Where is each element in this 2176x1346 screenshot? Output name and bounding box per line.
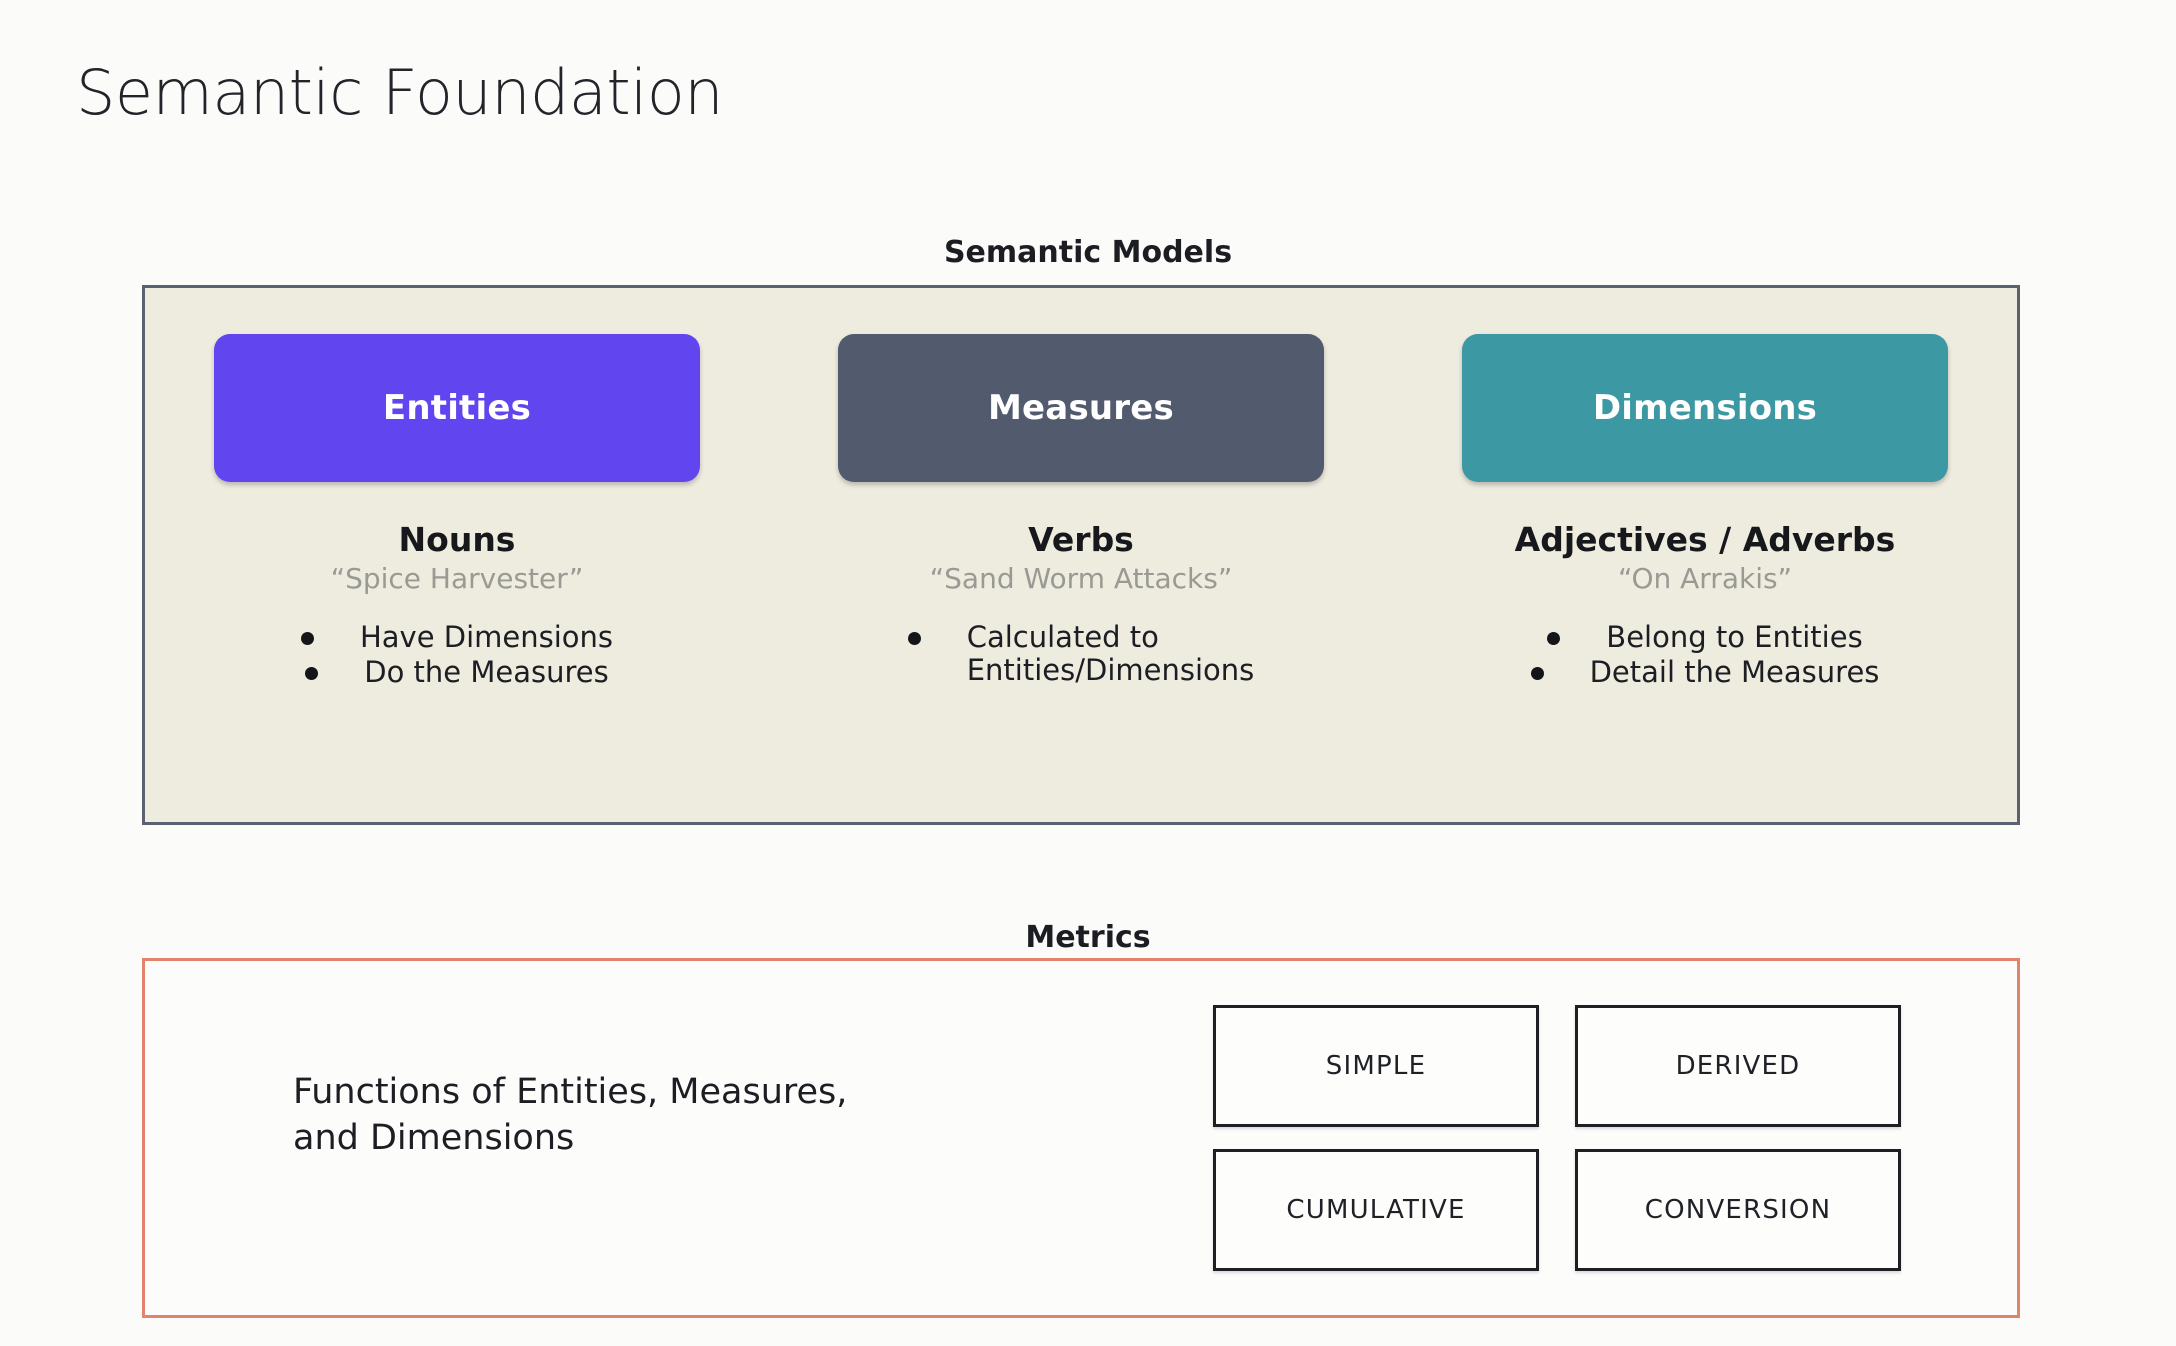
list-item: Belong to Entities bbox=[1547, 619, 1863, 655]
semantic-column-dimensions: Dimensions Adjectives / Adverbs “On Arra… bbox=[1393, 288, 2017, 822]
bullet-icon bbox=[300, 631, 314, 645]
entities-example: “Spice Harvester” bbox=[330, 561, 584, 595]
page-title: Semantic Foundation bbox=[76, 56, 724, 129]
semantic-models-caption: Semantic Models bbox=[943, 235, 1233, 270]
metric-type-cumulative[interactable]: CUMULATIVE bbox=[1213, 1149, 1539, 1271]
metrics-panel: Functions of Entities, Measures, and Dim… bbox=[142, 958, 2020, 1318]
entities-part-of-speech: Nouns bbox=[398, 520, 516, 559]
metrics-caption: Metrics bbox=[1025, 920, 1151, 955]
list-item: Calculated to Entities/Dimensions bbox=[907, 619, 1255, 688]
bullet-icon bbox=[1547, 631, 1561, 645]
bullet-label: Have Dimensions bbox=[359, 619, 614, 654]
semantic-column-entities: Entities Nouns “Spice Harvester” Have Di… bbox=[145, 288, 769, 822]
bullet-label: Belong to Entities bbox=[1606, 619, 1863, 654]
bullet-label: Detail the Measures bbox=[1589, 655, 1880, 690]
dimensions-bullet-list: Belong to Entities Detail the Measures bbox=[1393, 619, 2017, 692]
entities-chip[interactable]: Entities bbox=[214, 334, 700, 482]
metrics-description: Functions of Entities, Measures, and Dim… bbox=[293, 1072, 848, 1159]
dimensions-example: “On Arrakis” bbox=[1617, 561, 1793, 595]
measures-bullet-list: Calculated to Entities/Dimensions bbox=[769, 619, 1393, 690]
dimensions-chip[interactable]: Dimensions bbox=[1462, 334, 1948, 482]
bullet-label: Do the Measures bbox=[364, 655, 609, 690]
list-item: Detail the Measures bbox=[1530, 655, 1880, 690]
measures-example: “Sand Worm Attacks” bbox=[929, 561, 1233, 595]
bullet-label: Calculated to Entities/Dimensions bbox=[966, 619, 1255, 688]
measures-chip[interactable]: Measures bbox=[838, 334, 1324, 482]
bullet-icon bbox=[907, 631, 921, 645]
semantic-models-panel: Entities Nouns “Spice Harvester” Have Di… bbox=[142, 285, 2020, 825]
metric-type-derived[interactable]: DERIVED bbox=[1575, 1005, 1901, 1127]
bullet-icon bbox=[305, 667, 319, 681]
measures-part-of-speech: Verbs bbox=[1028, 520, 1134, 559]
metric-type-simple[interactable]: SIMPLE bbox=[1213, 1005, 1539, 1127]
dimensions-part-of-speech: Adjectives / Adverbs bbox=[1514, 520, 1896, 559]
entities-bullet-list: Have Dimensions Do the Measures bbox=[145, 619, 769, 692]
list-item: Have Dimensions bbox=[300, 619, 614, 655]
metric-type-conversion[interactable]: CONVERSION bbox=[1575, 1149, 1901, 1271]
metric-type-grid: SIMPLE DERIVED CUMULATIVE CONVERSION bbox=[1213, 1005, 1901, 1271]
list-item: Do the Measures bbox=[305, 655, 609, 690]
semantic-column-measures: Measures Verbs “Sand Worm Attacks” Calcu… bbox=[769, 288, 1393, 822]
bullet-icon bbox=[1530, 667, 1544, 681]
